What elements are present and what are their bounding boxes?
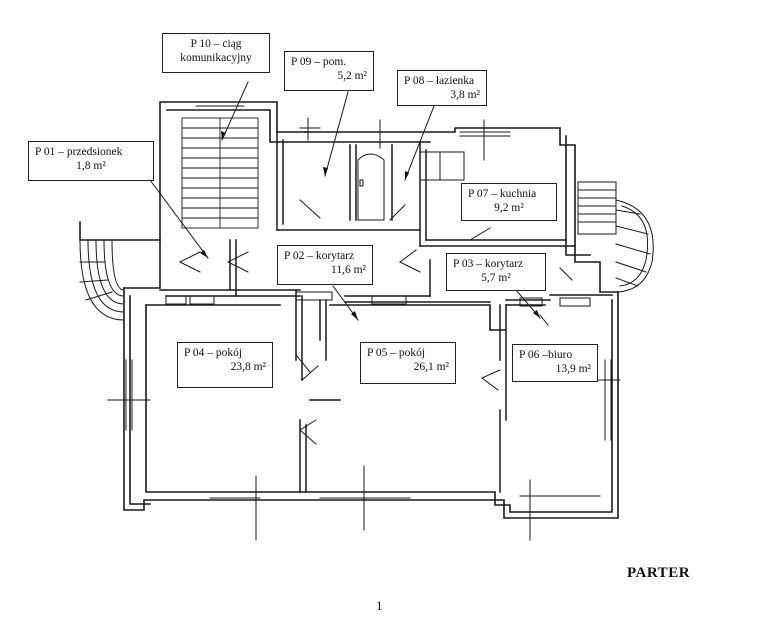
label-p10-name: P 10 – ciąg xyxy=(190,38,242,50)
stairwell-p10 xyxy=(181,101,259,229)
label-p02-area: 11,6 m² xyxy=(331,264,366,276)
label-p07-name: P 07 – kuchnia xyxy=(468,188,537,200)
label-p06-area: 13,9 m² xyxy=(555,363,591,375)
label-p09: P 09 – pom. 5,2 m² xyxy=(284,51,374,91)
label-p09-name: P 09 – pom. xyxy=(291,56,347,68)
label-p01-area: 1,8 m² xyxy=(76,160,106,172)
label-p03-area: 5,7 m² xyxy=(481,272,511,284)
label-p09-area: 5,2 m² xyxy=(337,70,367,82)
door-swings xyxy=(179,199,573,445)
label-p03-name: P 03 – korytarz xyxy=(453,258,524,270)
label-p07: P 07 – kuchnia 9,2 m² xyxy=(461,183,557,221)
label-p02: P 02 – korytarz 11,6 m² xyxy=(277,245,373,285)
label-p08: P 08 – łazienka 3,8 m² xyxy=(397,70,487,106)
label-p05-name: P 05 – pokój xyxy=(367,347,426,359)
label-p08-name: P 08 – łazienka xyxy=(404,75,475,87)
label-p01-name: P 01 – przedsionek xyxy=(35,146,123,158)
label-p06: P 06 –biuro 13,9 m² xyxy=(512,344,598,382)
label-p08-area: 3,8 m² xyxy=(450,89,480,101)
fixtures xyxy=(165,151,591,307)
label-p10-area: komunikacyjny xyxy=(180,52,252,64)
floor-title: PARTER xyxy=(627,565,691,581)
label-p05: P 05 – pokój 26,1 m² xyxy=(360,342,456,384)
leader-arrowheads xyxy=(200,131,540,320)
label-p01: P 01 – przedsionek 1,8 m² xyxy=(28,141,154,181)
staircase-right xyxy=(577,181,654,293)
staircase-left xyxy=(79,239,125,321)
label-p10: P 10 – ciąg komunikacyjny xyxy=(162,33,270,73)
label-p03: P 03 – korytarz 5,7 m² xyxy=(446,253,546,291)
label-p06-name: P 06 –biuro xyxy=(519,349,573,361)
label-p07-area: 9,2 m² xyxy=(494,202,524,214)
interior-walls xyxy=(159,131,576,493)
page-number: 1 xyxy=(376,598,383,613)
label-p02-name: P 02 – korytarz xyxy=(284,250,355,262)
label-p04-area: 23,8 m² xyxy=(230,361,266,373)
label-p04-name: P 04 – pokój xyxy=(184,347,243,359)
label-p04: P 04 – pokój 23,8 m² xyxy=(177,342,273,388)
outer-walls xyxy=(79,101,619,519)
windows xyxy=(107,117,621,541)
label-p05-area: 26,1 m² xyxy=(413,361,449,373)
